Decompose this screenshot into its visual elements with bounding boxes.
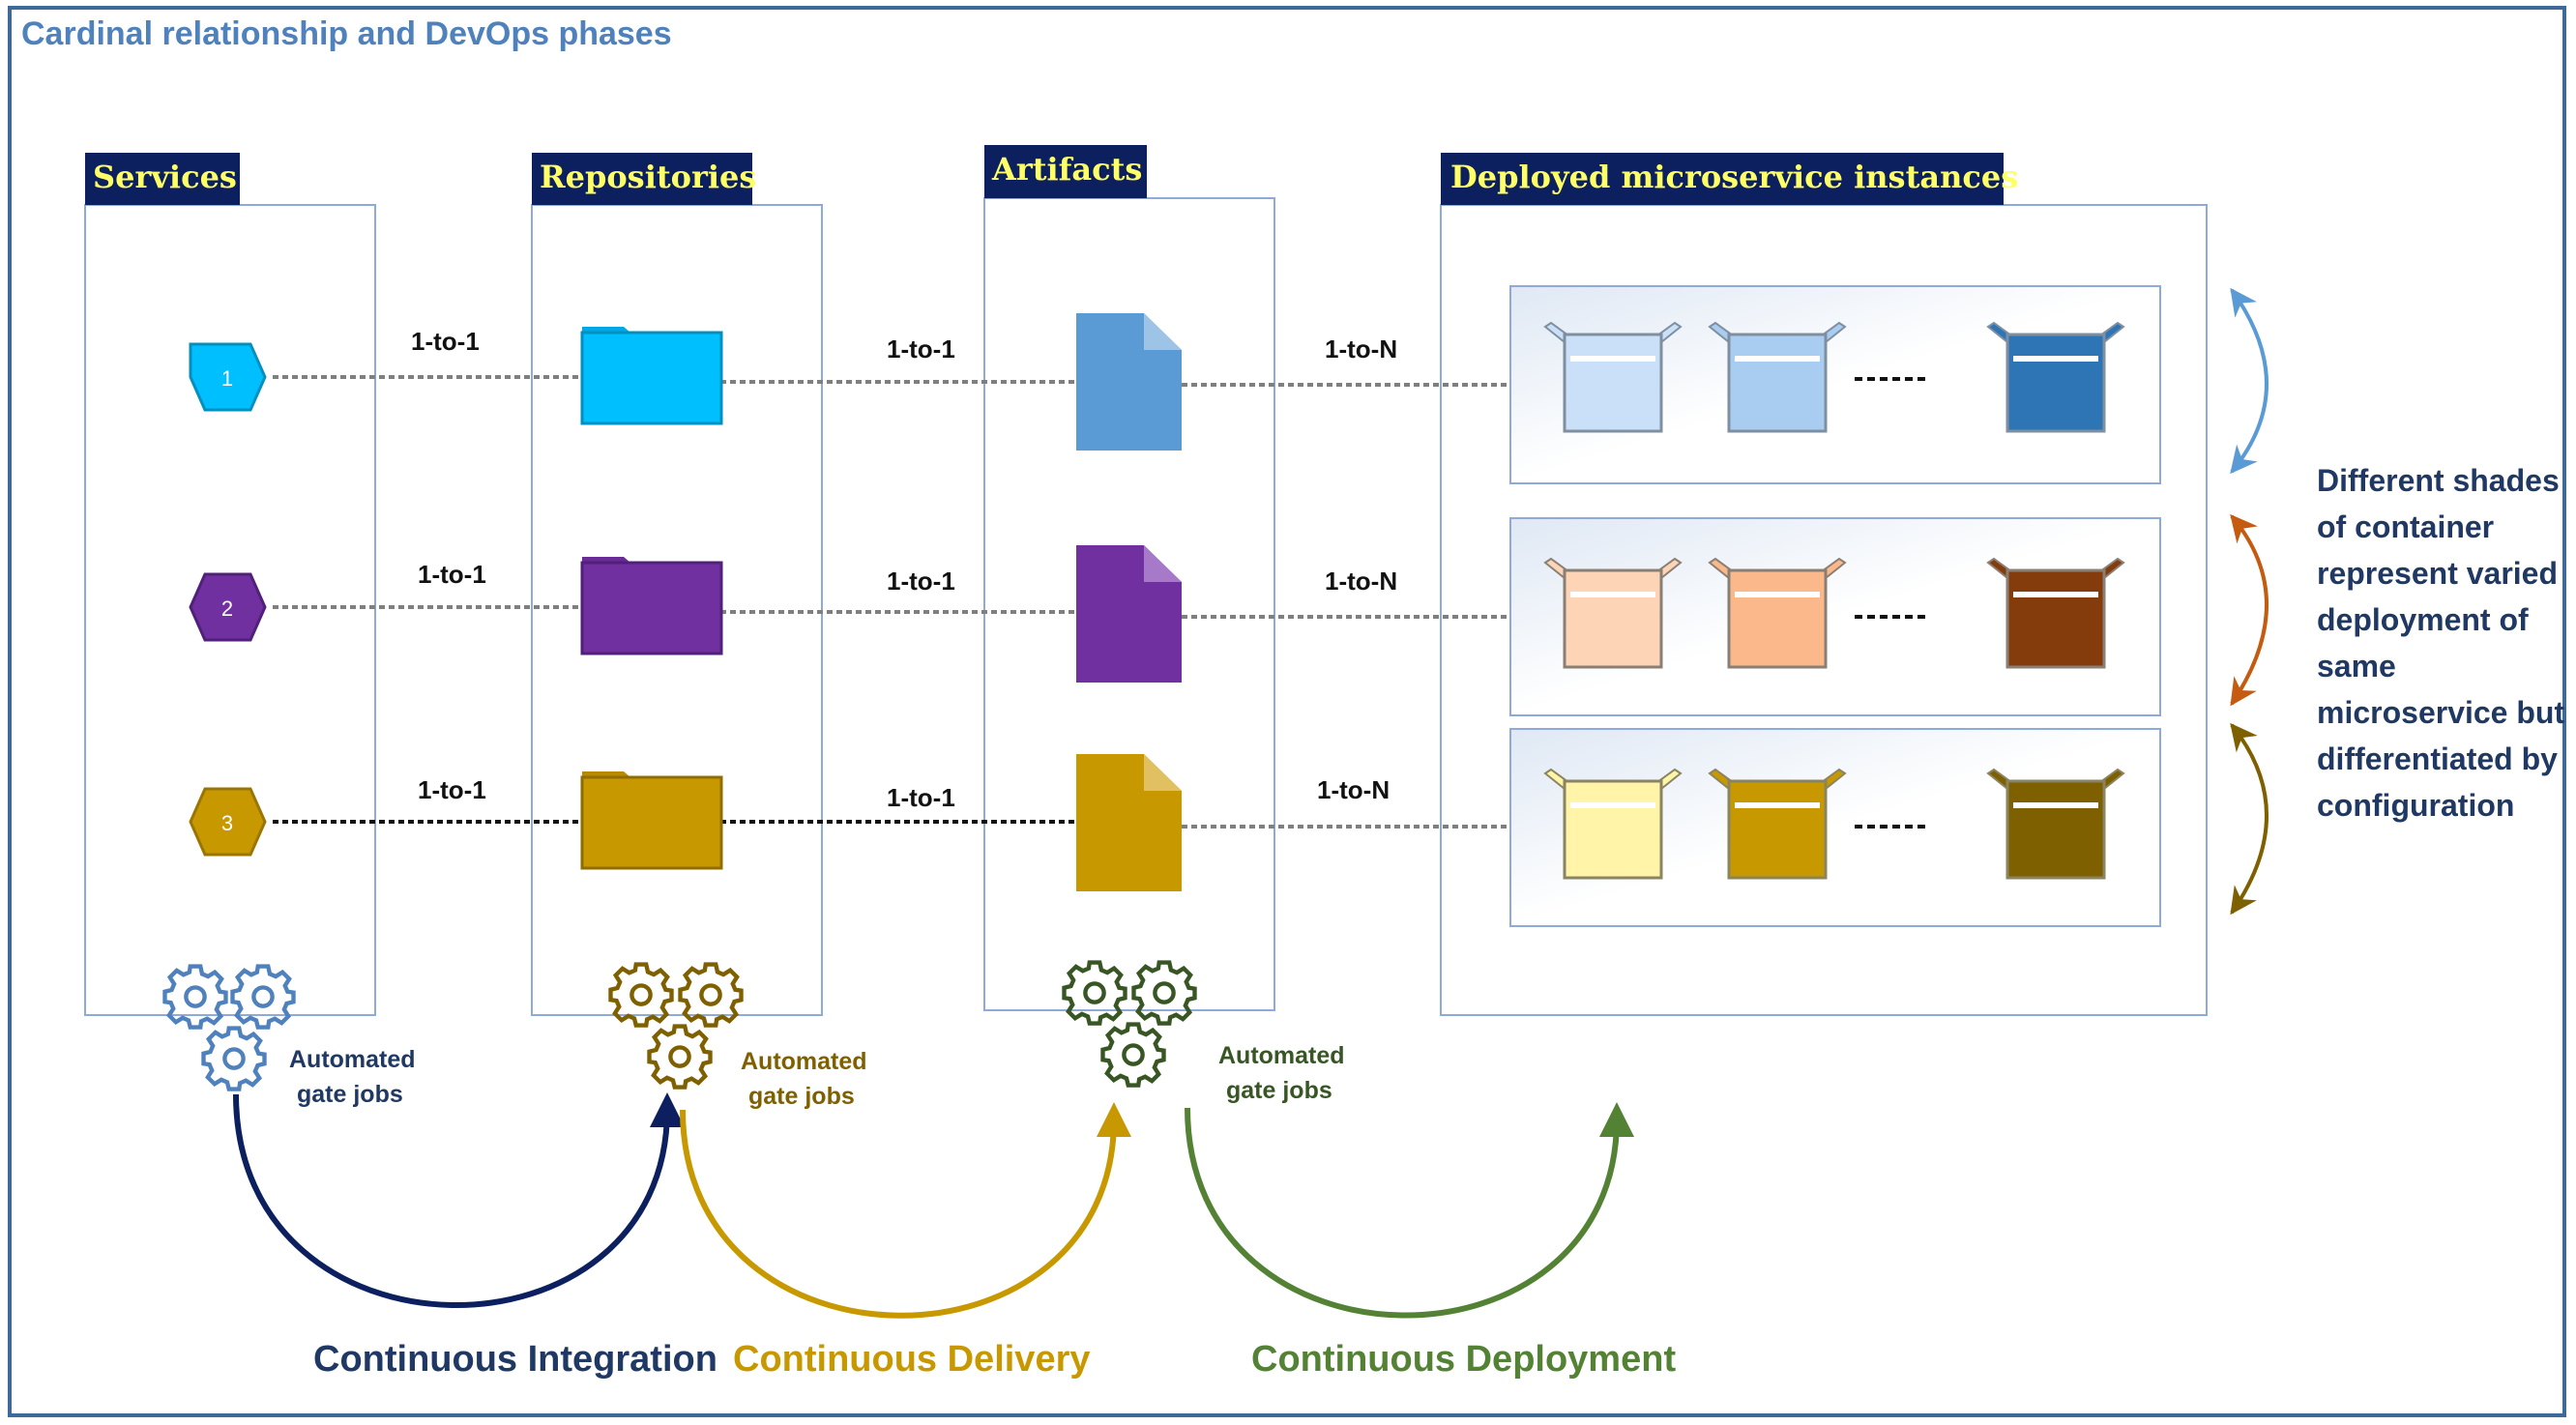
folder-icon	[580, 557, 723, 655]
cdep-arc	[1185, 1102, 1634, 1319]
container-band	[1570, 802, 1655, 808]
container-body	[1563, 568, 1663, 669]
side-note-line: of container	[2317, 509, 2494, 544]
folder-icon	[580, 327, 723, 425]
side-note-line: differentiated by	[2317, 742, 2558, 776]
phase-label-cdel: Continuous Delivery	[733, 1339, 1091, 1380]
container-band	[1570, 356, 1655, 362]
side-note-line: deployment of	[2317, 602, 2529, 637]
phase-label-cdep: Continuous Deployment	[1251, 1339, 1676, 1380]
gear-icon	[1103, 1025, 1164, 1086]
shade-arrow-blue	[2230, 287, 2269, 475]
relation-label: 1-to-N	[1325, 334, 1397, 364]
services-header-label: Services	[93, 159, 237, 195]
container-box-icon	[1708, 557, 1847, 669]
relation-label: 1-to-1	[411, 327, 480, 356]
container-body	[2005, 568, 2106, 669]
container-box-icon	[1543, 321, 1683, 433]
relation-label: 1-to-1	[418, 775, 486, 804]
container-box-icon	[1543, 768, 1683, 880]
service-hexagon-3: 3	[189, 787, 267, 857]
container-band	[1735, 802, 1820, 808]
deployed-header: Deployed microservice instances	[1441, 153, 2018, 205]
relation-label: 1-to-N	[1325, 567, 1397, 596]
services-header: Services	[85, 153, 240, 205]
side-note-line: configuration	[2317, 788, 2514, 823]
document-fold	[1144, 313, 1182, 350]
container-box-icon	[1986, 768, 2125, 880]
gate-label: Automated	[1218, 1042, 1345, 1069]
side-note-line: represent varied	[2317, 556, 2558, 591]
ci-arc	[233, 1092, 685, 1308]
deployed-header-label: Deployed microservice instances	[1450, 159, 2018, 195]
container-box-icon	[1986, 321, 2125, 433]
side-note-line: microservice but	[2317, 695, 2564, 730]
document-fold	[1144, 545, 1182, 582]
gate-label: Automated	[289, 1046, 416, 1073]
container-body	[1563, 779, 1663, 880]
container-body	[2005, 779, 2106, 880]
container-box-icon	[1986, 557, 2125, 669]
container-box-icon	[1708, 768, 1847, 880]
container-band	[1570, 592, 1655, 597]
relation-label: 1-to-1	[418, 560, 486, 589]
relation-label: 1-to-1	[887, 783, 955, 812]
document-fold	[1144, 754, 1182, 791]
side-note-line: Different shades	[2317, 463, 2560, 498]
container-band	[2013, 592, 2098, 597]
relation-label: 1-to-N	[1317, 775, 1390, 804]
relation-label: 1-to-1	[887, 567, 955, 596]
container-box-icon	[1543, 557, 1683, 669]
container-body	[1727, 568, 1828, 669]
side-note: Different shades of container represent …	[2317, 463, 2564, 823]
relation-label: 1-to-1	[887, 334, 955, 364]
gear-icon	[204, 1029, 265, 1090]
container-instances	[1543, 321, 2125, 880]
container-box-icon	[1708, 321, 1847, 433]
shade-arrow-olive	[2230, 722, 2269, 916]
container-body	[1727, 779, 1828, 880]
shade-arrow-orange	[2230, 513, 2269, 707]
gate-jobs-label: Automated gate jobs Automated gate jobs …	[289, 1042, 1345, 1110]
repositories-header-label: Repositories	[540, 159, 756, 195]
container-body	[1727, 333, 1828, 433]
container-band	[2013, 356, 2098, 362]
service-number: 1	[221, 366, 233, 391]
page-title: Cardinal relationship and DevOps phases	[21, 15, 672, 52]
side-note-line: same	[2317, 649, 2396, 683]
diagram-frame	[8, 6, 2566, 1417]
repositories-header: Repositories	[532, 153, 756, 205]
artifacts-header: Artifacts	[984, 145, 1147, 198]
container-band	[1735, 592, 1820, 597]
phase-label-ci: Continuous Integration	[313, 1339, 717, 1380]
artifacts-header-label: Artifacts	[991, 151, 1142, 188]
gate-label: gate jobs	[1226, 1077, 1332, 1104]
gate-label: Automated	[741, 1048, 867, 1075]
service-hexagon-2: 2	[189, 572, 267, 642]
container-body	[2005, 333, 2106, 433]
gate-label: gate jobs	[297, 1081, 403, 1108]
gear-icon	[650, 1027, 711, 1088]
connection-lines	[273, 375, 1930, 829]
gate-label: gate jobs	[748, 1083, 855, 1110]
service-number: 2	[221, 596, 233, 621]
service-hexagon-1: 1	[189, 342, 267, 412]
folder-icon	[580, 771, 723, 870]
cdel-arc	[680, 1102, 1131, 1319]
container-band	[1735, 356, 1820, 362]
container-body	[1563, 333, 1663, 433]
service-number: 3	[221, 811, 233, 835]
container-band	[2013, 802, 2098, 808]
